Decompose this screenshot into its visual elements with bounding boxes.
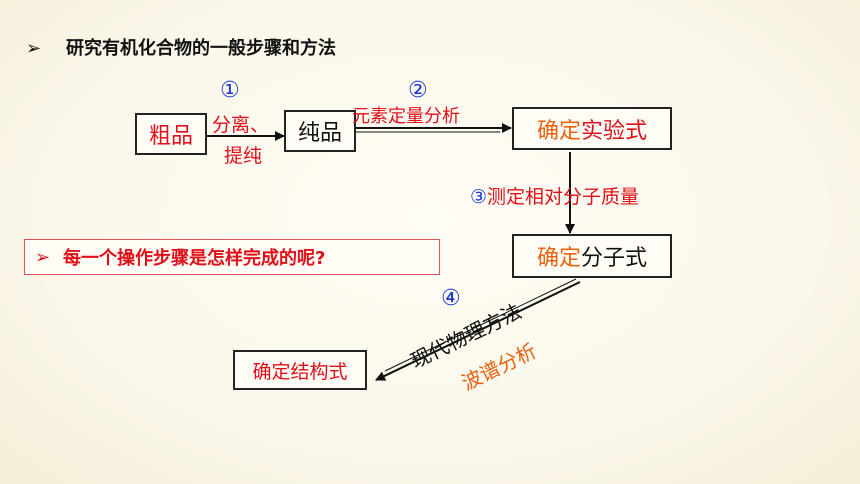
- step1-number-icon: ①: [220, 78, 240, 103]
- question-text: 每一个操作步骤是怎样完成的呢?: [63, 248, 326, 269]
- step2-label: 元素定量分析: [352, 106, 460, 127]
- box-empirical-prefix: 确定: [536, 118, 581, 144]
- box-structural: 确定结构式: [233, 350, 367, 390]
- box-empirical-main: 实验式: [581, 118, 648, 144]
- arrow-bullet-icon: ➢: [26, 38, 42, 59]
- heading-text: 研究有机化合物的一般步骤和方法: [66, 38, 336, 59]
- step1-label-line2: 提纯: [224, 145, 263, 167]
- arrow-molecular-to-structural: [375, 281, 581, 381]
- box-molecular: 确定分子式: [512, 234, 672, 278]
- question-box: ➢ 每一个操作步骤是怎样完成的呢?: [24, 239, 440, 275]
- box-structural-text: 确定结构式: [252, 360, 348, 383]
- box-crude: 粗品: [135, 113, 207, 155]
- box-molecular-main: 分子式: [581, 246, 648, 271]
- box-empirical: 确定实验式: [512, 107, 672, 150]
- arrow-molecular-to-structural-shadow: [384, 278, 577, 372]
- slide-heading: ➢ 研究有机化合物的一般步骤和方法: [26, 34, 336, 60]
- step2-number-icon: ②: [408, 78, 428, 103]
- step1-label-line1: 分离、: [212, 114, 270, 136]
- box-crude-text: 粗品: [148, 124, 193, 149]
- arrow-bullet-icon: ➢: [35, 246, 51, 268]
- box-molecular-prefix: 确定: [536, 246, 581, 271]
- box-pure-text: 纯品: [297, 121, 342, 146]
- box-pure: 纯品: [284, 110, 356, 152]
- step3-label-group: ③测定相对分子质量: [470, 182, 639, 209]
- step4-number-icon: ④: [441, 286, 461, 311]
- step3-label: 测定相对分子质量: [487, 186, 640, 208]
- step3-number-icon: ③: [470, 186, 488, 208]
